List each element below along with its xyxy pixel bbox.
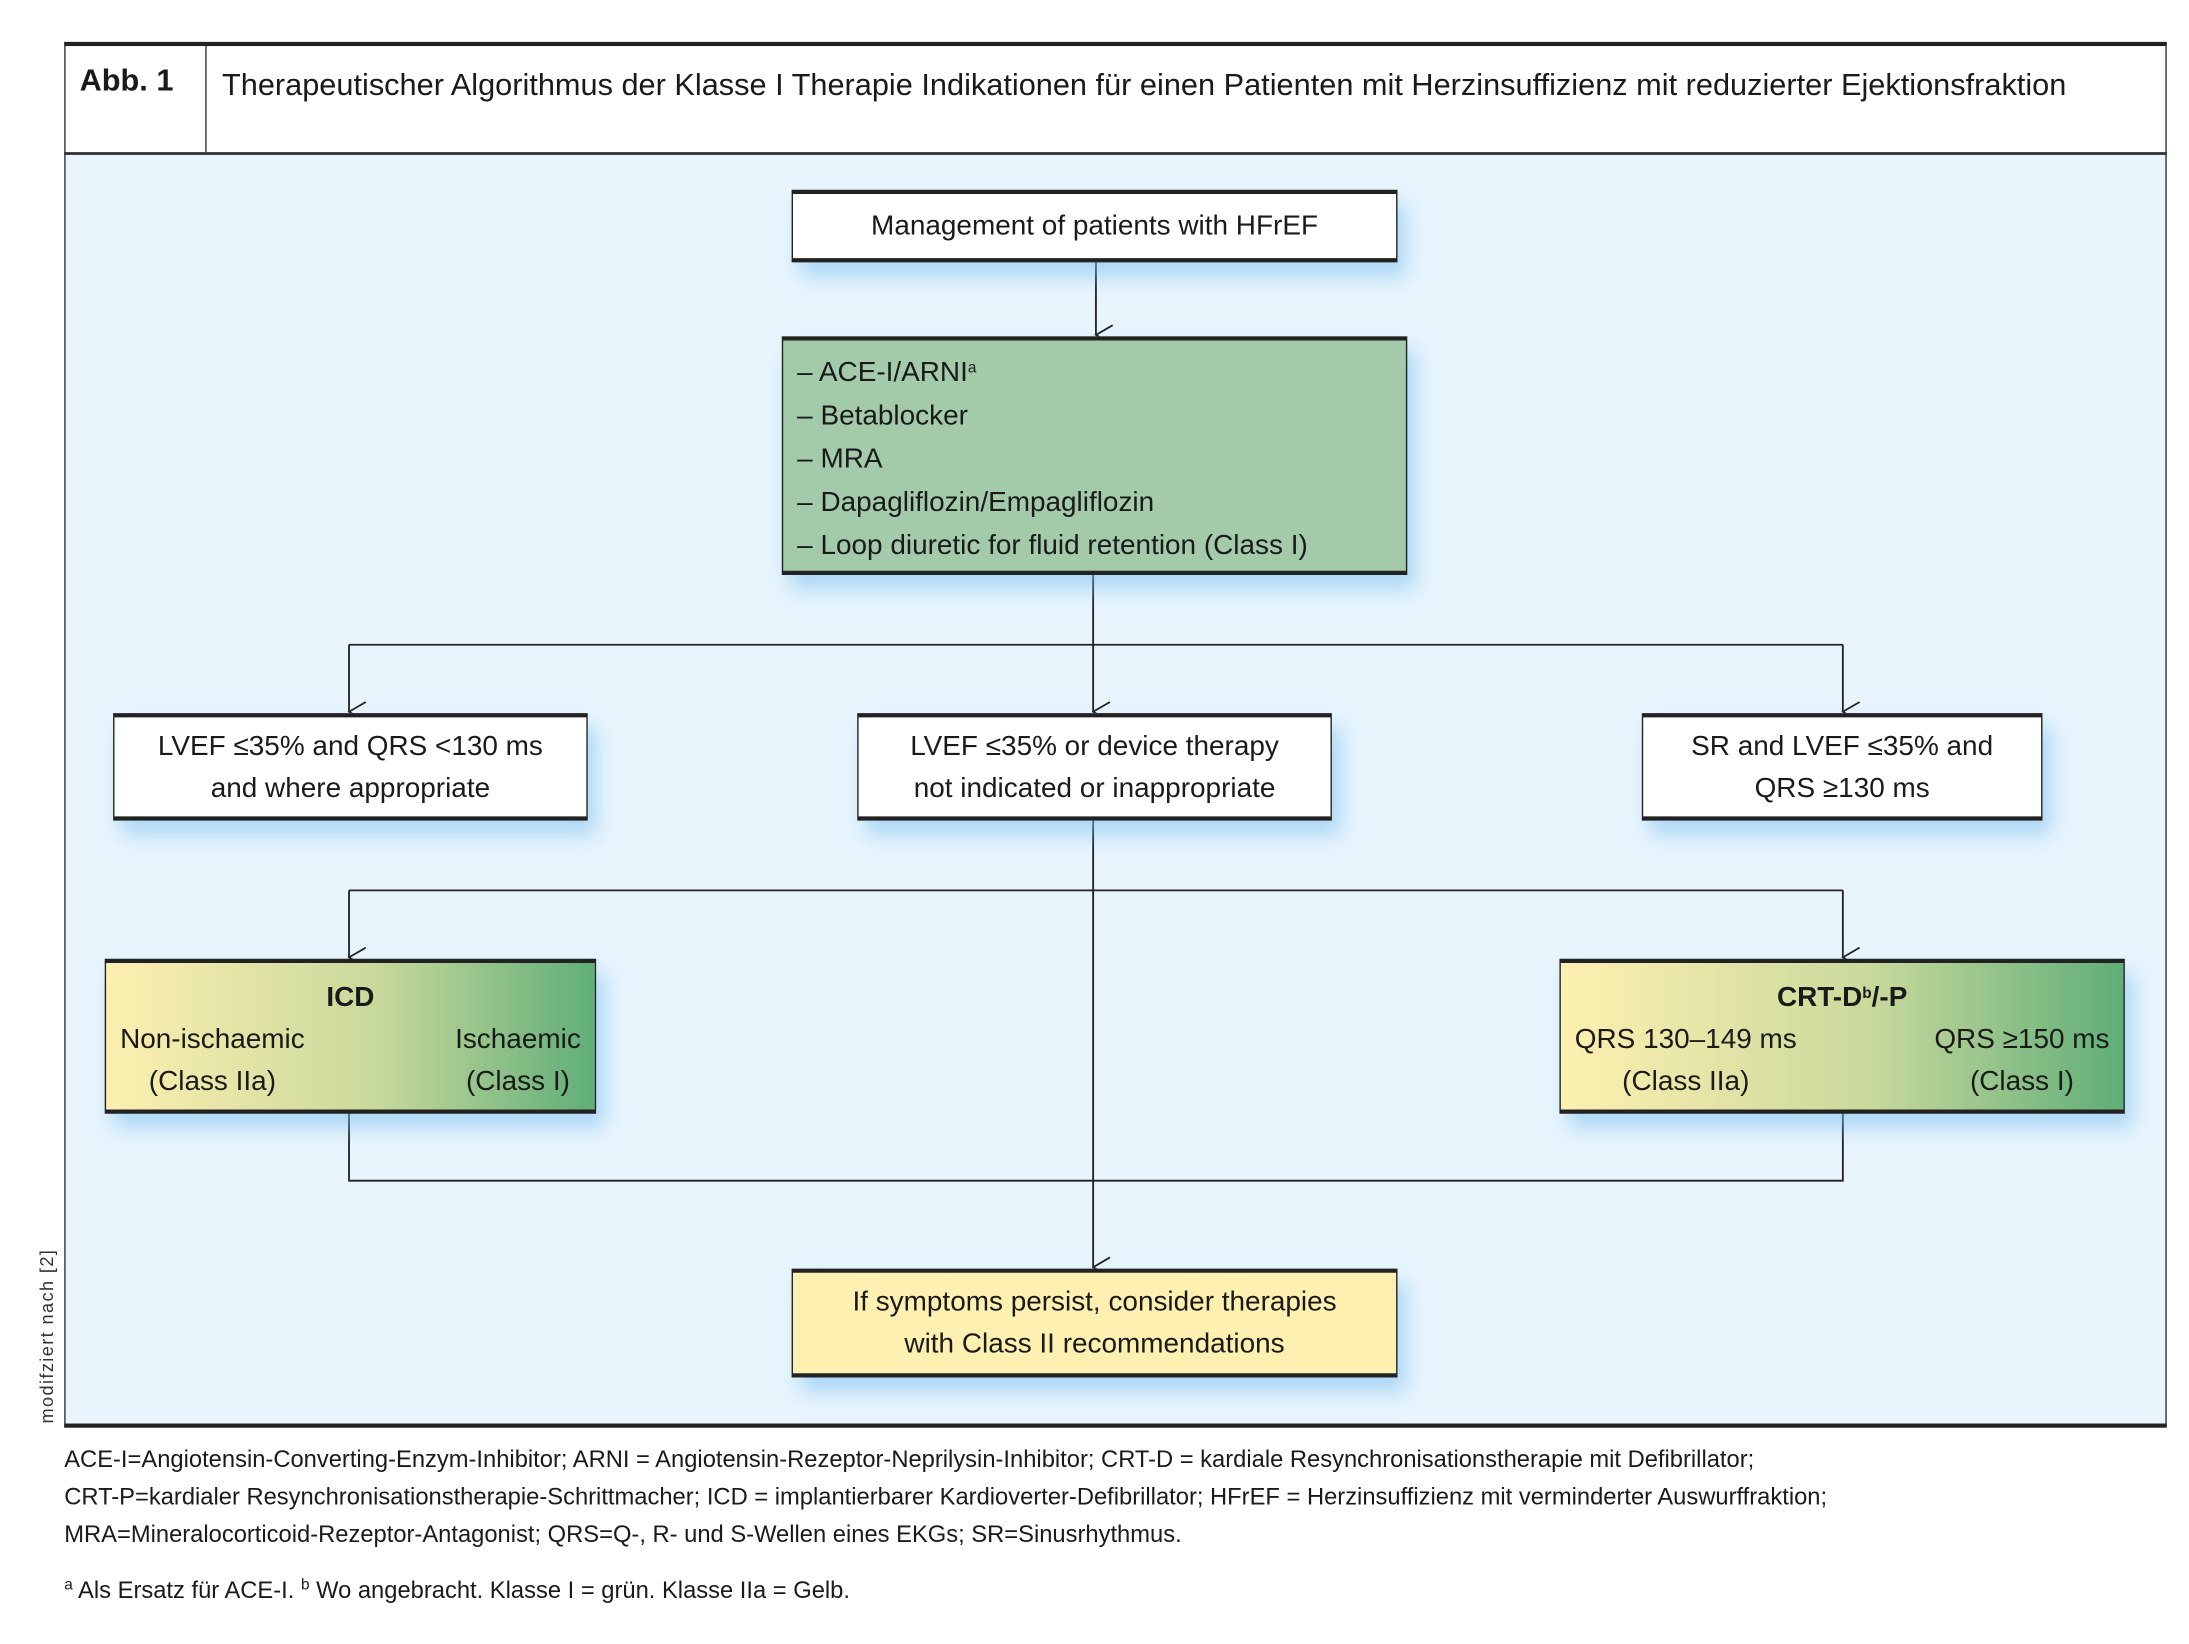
node-text: not indicated or inappropriate bbox=[913, 772, 1276, 804]
therapy-item: – Betablocker bbox=[797, 400, 968, 432]
figure-header: Abb. 1 Therapeutischer Algorithmus der K… bbox=[64, 41, 2167, 155]
footnote-line: ACE-I=Angiotensin-Converting-Enzym-Inhib… bbox=[64, 1445, 1755, 1473]
icd-non-ischaemic: Non-ischaemic(Class IIa) bbox=[120, 1024, 305, 1097]
node-text: SR and LVEF ≤35% and bbox=[1691, 730, 1994, 762]
node-text: QRS ≥130 ms bbox=[1754, 772, 1930, 804]
therapy-item: – ACE-I/ARNIa bbox=[797, 357, 977, 388]
crt-qrs-150: QRS ≥150 ms(Class I) bbox=[1934, 1024, 2110, 1097]
icd-ischaemic: Ischaemic(Class I) bbox=[455, 1024, 581, 1097]
therapy-item: – MRA bbox=[797, 443, 883, 475]
node-text: Management of patients with HFrEF bbox=[871, 210, 1319, 242]
node-text: with Class II recommendations bbox=[904, 1328, 1285, 1360]
footnotes: a Als Ersatz für ACE-I. b Wo angebracht.… bbox=[64, 1577, 850, 1604]
crt-qrs-130-149: QRS 130–149 ms(Class IIa) bbox=[1574, 1024, 1797, 1097]
therapy-item: – Dapagliflozin/Empagliflozin bbox=[797, 487, 1155, 518]
node-title: ICD bbox=[326, 982, 375, 1014]
footnote-line: CRT-P=kardialer Resynchronisationstherap… bbox=[64, 1483, 1828, 1511]
node-start: Management of patients with HFrEF bbox=[791, 189, 1398, 263]
node-text: LVEF ≤35% or device therapy bbox=[910, 730, 1279, 762]
figure-label: Abb. 1 bbox=[66, 46, 207, 155]
node-left-criteria: LVEF ≤35% and QRS <130 ms and where appr… bbox=[113, 713, 588, 821]
node-middle-criteria: LVEF ≤35% or device therapy not indicate… bbox=[857, 713, 1332, 821]
source-note: modifziert nach [2] bbox=[36, 1248, 58, 1424]
node-text: LVEF ≤35% and QRS <130 ms bbox=[157, 730, 543, 762]
node-text: If symptoms persist, consider therapies bbox=[852, 1286, 1337, 1318]
node-final: If symptoms persist, consider therapies … bbox=[791, 1268, 1398, 1378]
node-base-therapy: – ACE-I/ARNIa – Betablocker – MRA – Dapa… bbox=[781, 336, 1408, 575]
footnote-line: MRA=Mineralocorticoid-Rezeptor-Antagonis… bbox=[64, 1521, 1182, 1548]
node-title: CRT-Db/-P bbox=[1776, 982, 1908, 1014]
node-crt: CRT-Db/-P QRS 130–149 ms(Class IIa) QRS … bbox=[1559, 958, 2125, 1114]
node-right-criteria: SR and LVEF ≤35% and QRS ≥130 ms bbox=[1641, 713, 2043, 821]
node-text: and where appropriate bbox=[210, 772, 491, 804]
figure-title: Therapeutischer Algorithmus der Klasse I… bbox=[221, 66, 2067, 102]
therapy-item: – Loop diuretic for fluid retention (Cla… bbox=[797, 530, 1308, 562]
abbreviations: ACE-I=Angiotensin-Converting-Enzym-Inhib… bbox=[64, 1440, 2172, 1553]
node-icd: ICD Non-ischaemic(Class IIa) Ischaemic(C… bbox=[104, 958, 597, 1114]
connector bbox=[348, 1112, 1844, 1182]
